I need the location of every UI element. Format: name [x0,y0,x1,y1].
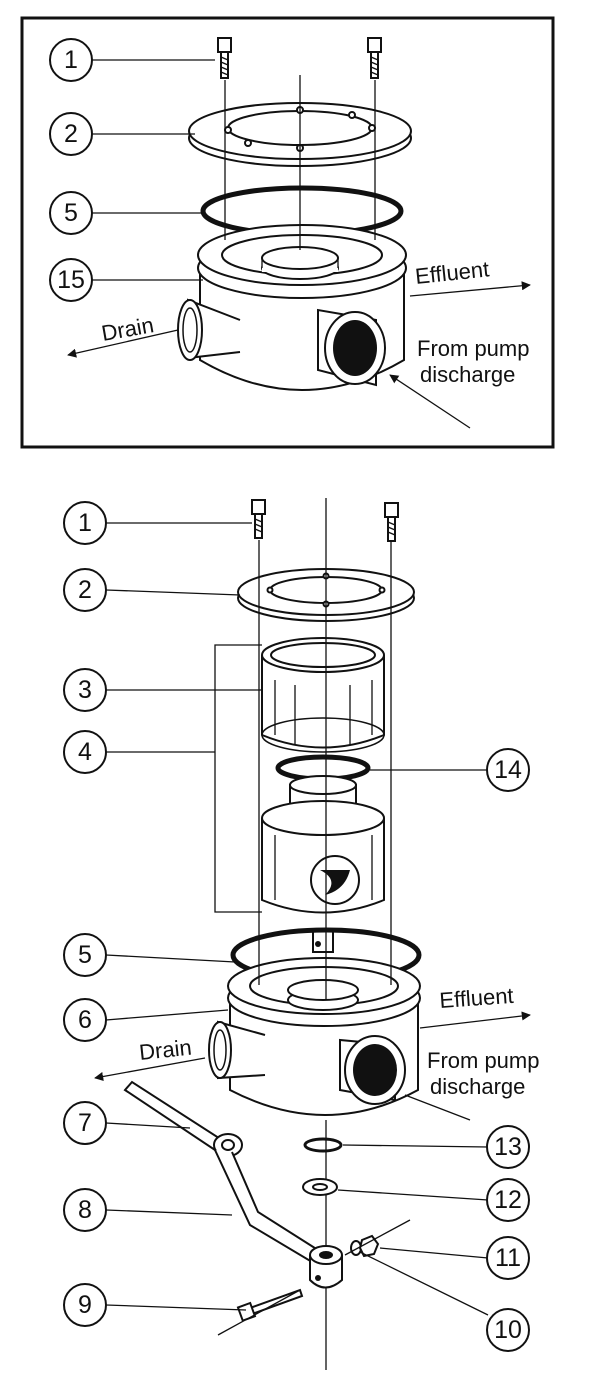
svg-text:9: 9 [78,1291,92,1319]
svg-text:5: 5 [64,199,78,227]
callout-3: 3 [63,668,107,712]
effluent-label: Effluent [439,983,515,1013]
drain-label: Drain [100,312,156,346]
bottom-diagram: 1 2 3 4 14 5 6 7 13 8 12 11 9 10 Effluen… [63,498,539,1370]
bolt [217,37,232,79]
bolt [367,37,382,79]
handle [123,1080,343,1289]
svg-text:2: 2 [78,576,92,604]
callout-4: 4 [63,730,107,774]
callout-1: 1 [49,38,93,82]
callout-7: 7 [63,1101,107,1145]
callout-12: 12 [486,1178,530,1222]
pump-label-line2: discharge [430,1074,525,1099]
callout-8: 8 [63,1188,107,1232]
svg-text:7: 7 [78,1109,92,1137]
svg-text:3: 3 [78,676,92,704]
callout-15: 15 [49,258,93,302]
nut-and-washer [344,1219,411,1258]
callout-5: 5 [63,933,107,977]
svg-text:6: 6 [78,1006,92,1034]
callout-2: 2 [63,568,107,612]
svg-text:2: 2 [64,120,78,148]
callout-6: 6 [63,998,107,1042]
stem-o-ring [303,1137,343,1153]
svg-text:1: 1 [78,509,92,537]
washer [302,1178,338,1196]
pump-label-line1: From pump [417,336,529,361]
svg-text:11: 11 [495,1244,521,1272]
valve-body [208,957,421,1116]
top-diagram: 1 2 5 15 Effluent Drain From pump discha… [20,16,555,449]
top-diagram-frame [20,16,555,449]
svg-text:5: 5 [78,941,92,969]
upper-cage [261,637,385,753]
svg-text:14: 14 [494,756,522,784]
callout-13: 13 [486,1125,530,1169]
bolt [384,502,399,542]
lower-cage [261,775,385,953]
callout-5: 5 [49,191,93,235]
valve-body [177,224,407,391]
svg-text:12: 12 [494,1186,522,1214]
callout-14: 14 [486,748,530,792]
effluent-label: Effluent [414,256,490,289]
svg-text:4: 4 [78,738,92,766]
pump-label-line2: discharge [420,362,515,387]
callout-11: 11 [486,1236,530,1280]
svg-text:15: 15 [57,266,85,294]
callout-9: 9 [63,1283,107,1327]
svg-text:10: 10 [494,1316,522,1344]
pivot-bolt [217,1288,304,1336]
callout-2: 2 [49,112,93,156]
drain-label: Drain [138,1035,193,1065]
svg-text:13: 13 [494,1133,522,1161]
callout-10: 10 [486,1308,530,1352]
pump-label-line1: From pump [427,1048,539,1073]
callout-1: 1 [63,501,107,545]
bolt [251,499,266,539]
svg-text:1: 1 [64,46,78,74]
svg-text:8: 8 [78,1196,92,1224]
